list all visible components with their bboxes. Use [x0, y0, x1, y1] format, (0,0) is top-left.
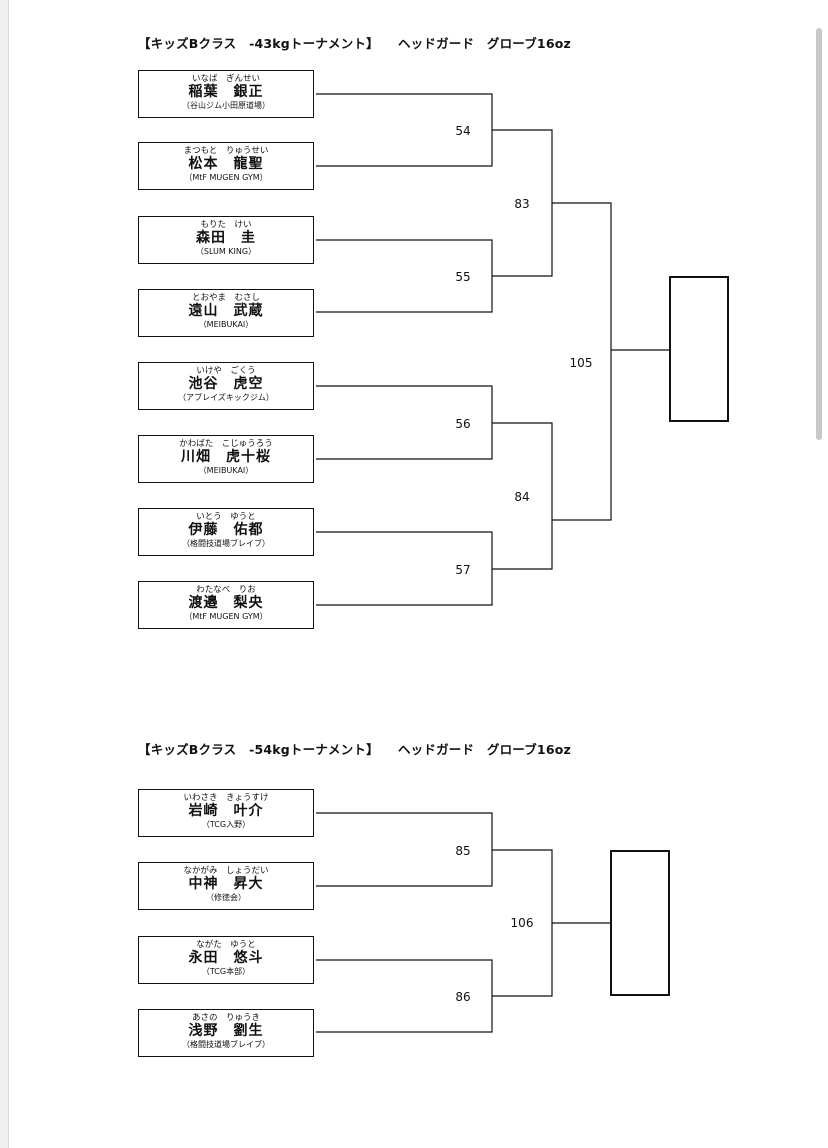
entry-team: （SLUM KING）: [195, 247, 257, 256]
entry-name: 池谷 虎空: [188, 376, 264, 392]
entry-card: とおやま むさし 遠山 武蔵 （MEIBUKAI）: [138, 289, 314, 337]
entry-name: 岩崎 叶介: [188, 803, 264, 819]
entry-team: （格闘技道場ブレイブ）: [182, 539, 270, 548]
entry-card: あさの りゅうき 浅野 劉生 （格闘技道場ブレイブ）: [138, 1009, 314, 1057]
entry-team: （MtF MUGEN GYM）: [184, 173, 268, 182]
entry-team: （谷山ジム小田原道場）: [182, 101, 270, 110]
match-number: 57: [455, 563, 471, 577]
entry-name: 渡邉 梨央: [188, 595, 264, 611]
entry-card: いなば ぎんせい 稲葉 銀正 （谷山ジム小田原道場）: [138, 70, 314, 118]
entry-card: かわばた こじゅうろう 川畑 虎十桜 （MEIBUKAI）: [138, 435, 314, 483]
match-number: 86: [455, 990, 471, 1004]
entry-team: （MEIBUKAI）: [198, 320, 254, 329]
entry-card: いわさき きょうすけ 岩崎 叶介 （TCG入野）: [138, 789, 314, 837]
match-number: 106: [510, 916, 534, 930]
entry-card: もりた けい 森田 圭 （SLUM KING）: [138, 216, 314, 264]
entry-team: （MtF MUGEN GYM）: [184, 612, 268, 621]
entry-furigana: いけや ごくう: [196, 366, 256, 376]
entry-name: 森田 圭: [196, 230, 256, 246]
bracket-line-84: [492, 422, 553, 570]
entry-card: ながた ゆうと 永田 悠斗 （TCG本部）: [138, 936, 314, 984]
entry-furigana: かわばた こじゅうろう: [179, 439, 273, 449]
entry-card: いとう ゆうと 伊藤 佑都 （格闘技道場ブレイブ）: [138, 508, 314, 556]
match-number: 83: [514, 197, 530, 211]
entry-team: （アブレイズキックジム）: [178, 393, 274, 402]
match-number: 56: [455, 417, 471, 431]
entry-furigana: いなば ぎんせい: [191, 74, 260, 84]
entry-card: まつもと りゅうせい 松本 龍聖 （MtF MUGEN GYM）: [138, 142, 314, 190]
entry-card: いけや ごくう 池谷 虎空 （アブレイズキックジム）: [138, 362, 314, 410]
entry-furigana: とおやま むさし: [191, 293, 260, 303]
match-number: 54: [455, 124, 471, 138]
entry-furigana: いとう ゆうと: [196, 512, 256, 522]
winner-box: [610, 850, 670, 996]
entry-name: 伊藤 佑都: [188, 522, 264, 538]
entry-team: （TCG本部）: [201, 967, 251, 976]
tournament-title: 【キッズBクラス -54kgトーナメント】 ヘッドガード グローブ16oz: [138, 742, 571, 757]
entry-team: （格闘技道場ブレイブ）: [182, 1040, 270, 1049]
entry-furigana: あさの りゅうき: [191, 1013, 260, 1023]
entry-furigana: わたなべ りお: [196, 585, 256, 595]
entry-name: 永田 悠斗: [188, 950, 264, 966]
entry-card: なかがみ しょうだい 中神 昇大 （修徳会）: [138, 862, 314, 910]
entry-name: 遠山 武蔵: [188, 303, 264, 319]
tournament-title: 【キッズBクラス -43kgトーナメント】 ヘッドガード グローブ16oz: [138, 36, 571, 51]
match-number: 105: [569, 356, 593, 370]
entry-furigana: もりた けい: [200, 220, 252, 230]
match-number: 84: [514, 490, 530, 504]
match-number: 55: [455, 270, 471, 284]
entry-name: 稲葉 銀正: [188, 84, 264, 100]
entry-name: 川畑 虎十桜: [181, 449, 271, 465]
entry-furigana: いわさき きょうすけ: [183, 793, 269, 803]
entry-furigana: なかがみ しょうだい: [183, 866, 269, 876]
winner-box: [669, 276, 729, 422]
entry-team: （修徳会）: [206, 893, 246, 902]
entry-team: （MEIBUKAI）: [198, 466, 254, 475]
bracket-line-105: [552, 202, 612, 521]
entry-furigana: まつもと りゅうせい: [183, 146, 269, 156]
entry-name: 松本 龍聖: [188, 156, 264, 172]
scrollbar-thumb[interactable]: [816, 28, 822, 440]
match-number: 85: [455, 844, 471, 858]
entry-name: 浅野 劉生: [188, 1023, 264, 1039]
entry-card: わたなべ りお 渡邉 梨央 （MtF MUGEN GYM）: [138, 581, 314, 629]
entry-team: （TCG入野）: [201, 820, 251, 829]
page-edge: [0, 0, 9, 1148]
entry-name: 中神 昇大: [188, 876, 264, 892]
entry-furigana: ながた ゆうと: [196, 940, 256, 950]
